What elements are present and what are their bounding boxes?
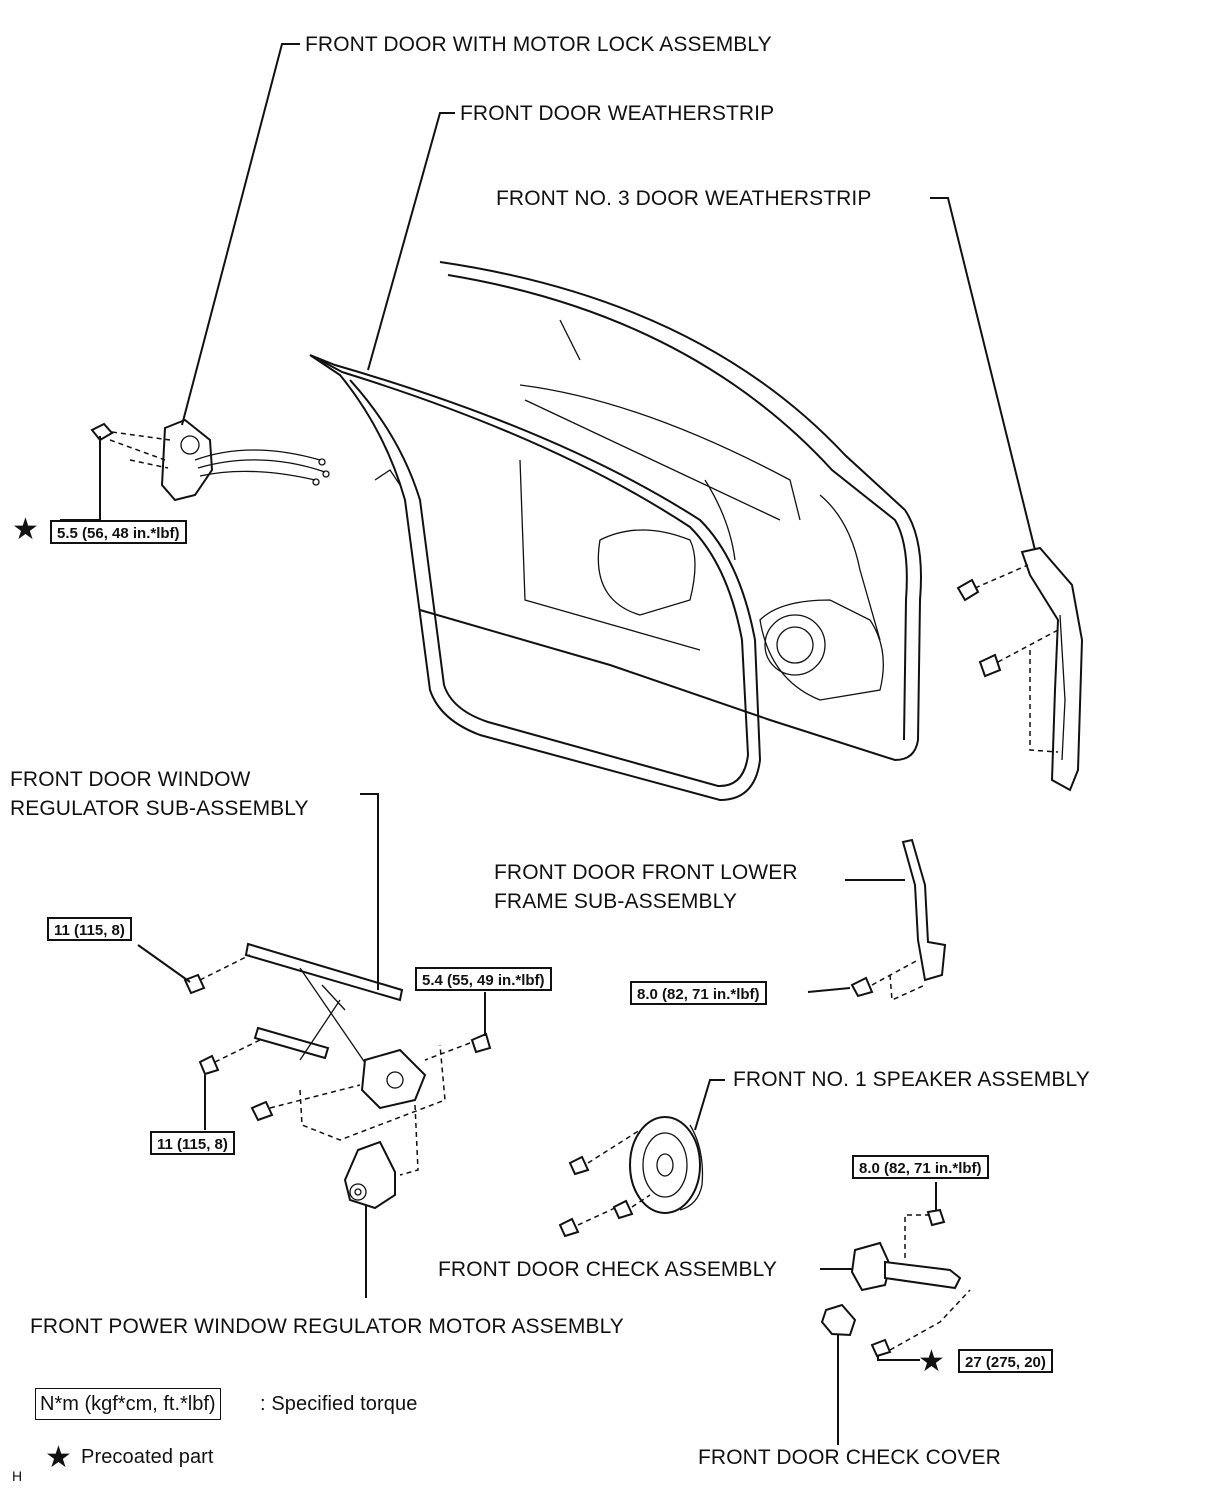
torque-regulator-top: 11 (115, 8)	[47, 917, 132, 941]
legend-torque-text: : Specified torque	[260, 1393, 418, 1415]
legend-torque-box: N*m (kgf*cm, ft.*lbf)	[35, 1388, 221, 1420]
label-motor-lock: FRONT DOOR WITH MOTOR LOCK ASSEMBLY	[305, 33, 772, 56]
motor-lock-assembly-shape	[90, 418, 330, 502]
precoated-star-icon: ★	[12, 513, 39, 546]
label-speaker: FRONT NO. 1 SPEAKER ASSEMBLY	[733, 1068, 1090, 1091]
label-check-cover: FRONT DOOR CHECK COVER	[698, 1446, 1001, 1469]
corner-mark: H	[12, 1468, 23, 1484]
label-lower-frame-line2: FRAME SUB-ASSEMBLY	[494, 890, 737, 913]
torque-regulator-bottom: 11 (115, 8)	[150, 1131, 235, 1155]
torque-motor-lock: 5.5 (56, 48 in.*lbf)	[50, 520, 187, 544]
legend-star-text: Precoated part	[81, 1446, 214, 1468]
door-check-shape	[820, 1208, 971, 1358]
label-regulator-motor: FRONT POWER WINDOW REGULATOR MOTOR ASSEM…	[30, 1315, 624, 1338]
window-regulator-shape	[183, 942, 492, 1176]
torque-regulator-right: 5.4 (55, 49 in.*lbf)	[415, 967, 552, 991]
leader-lines	[60, 43, 1036, 1445]
label-window-regulator-line1: FRONT DOOR WINDOW	[10, 768, 251, 791]
torque-lower-frame: 8.0 (82, 71 in.*lbf)	[630, 981, 767, 1005]
precoated-star-icon: ★	[918, 1345, 945, 1378]
door-weatherstrip-shape	[309, 354, 762, 802]
torque-door-check-top: 8.0 (82, 71 in.*lbf)	[852, 1155, 989, 1179]
regulator-motor-shape	[343, 1140, 396, 1210]
label-window-regulator-line2: REGULATOR SUB-ASSEMBLY	[10, 797, 309, 820]
door-panel	[419, 261, 922, 762]
label-no3-weatherstrip: FRONT NO. 3 DOOR WEATHERSTRIP	[496, 187, 872, 210]
lower-frame-shape	[850, 838, 947, 1002]
label-weatherstrip: FRONT DOOR WEATHERSTRIP	[460, 102, 775, 125]
label-door-check: FRONT DOOR CHECK ASSEMBLY	[438, 1258, 777, 1281]
label-lower-frame-line1: FRONT DOOR FRONT LOWER	[494, 861, 798, 884]
legend-star-icon: ★	[45, 1441, 72, 1474]
no3-weatherstrip-shape	[956, 546, 1084, 792]
torque-door-check-bottom: 27 (275, 20)	[958, 1349, 1053, 1373]
speaker-shape	[558, 1116, 704, 1238]
